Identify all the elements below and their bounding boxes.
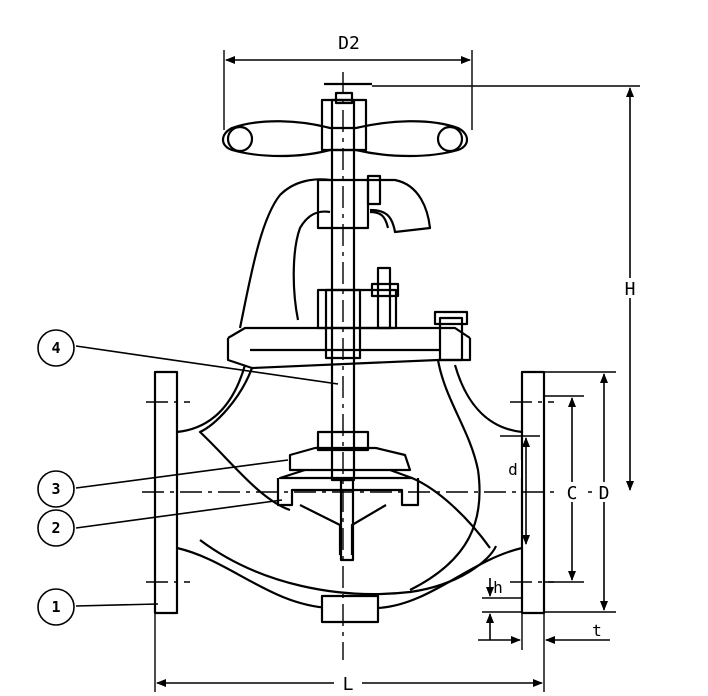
balloon-1 [37,588,75,626]
balloon-2-number: 2 [51,519,60,537]
dim-d2-label: D2 [338,33,360,54]
balloon-4-number: 4 [51,339,60,357]
part-balloons [37,329,339,626]
balloon-3-number: 3 [51,480,60,498]
balloon-4 [37,329,75,367]
valve-body [153,82,546,624]
dim-h-small-label: h [493,578,503,597]
balloon-numbers: 1 2 3 4 [51,339,60,616]
balloon-2 [37,509,75,547]
dim-d-label: D [599,483,610,504]
dim-c-label: C [567,483,578,504]
dim-d-small-label: d [508,460,518,479]
dimension-labels: D2 H D C d h t L [330,32,642,695]
balloon-1-number: 1 [51,598,60,616]
dim-t-label: t [592,621,602,640]
center-lines [142,72,610,660]
balloon-3 [37,470,75,508]
dim-h-label: H [625,279,636,300]
extension-lines [154,50,640,692]
dim-l-label: L [343,674,354,695]
